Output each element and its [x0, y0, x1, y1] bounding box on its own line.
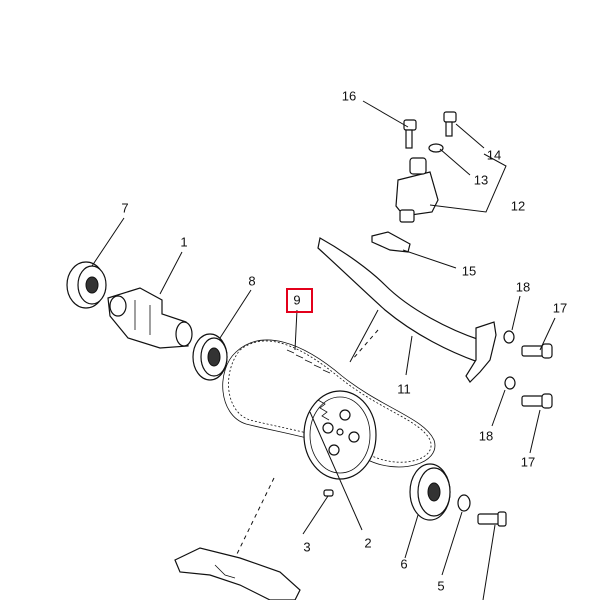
- callout-14[interactable]: 14: [487, 148, 501, 163]
- callout-labels: 16 14 13 12 7 1 15 8 9 18 17 11 18 17 2 …: [121, 89, 567, 594]
- camshaft-1-drawing: [107, 287, 193, 349]
- bolt-5-drawing: [457, 494, 507, 527]
- callout-11[interactable]: 11: [397, 382, 411, 397]
- timing-chain-drawing: [222, 339, 436, 468]
- chain-guide-11-drawing: [317, 237, 497, 383]
- lower-chain-guide-drawing: [174, 547, 301, 600]
- callout-6[interactable]: 6: [400, 557, 407, 572]
- callout-1[interactable]: 1: [180, 235, 187, 250]
- callout-7[interactable]: 7: [121, 201, 128, 216]
- washer-18-lower-drawing: [504, 376, 516, 390]
- bolt-16-drawing: [403, 119, 417, 149]
- dowel-pin-3-drawing: [323, 489, 334, 497]
- bolt-17-lower-drawing: [521, 393, 553, 409]
- bolt-14-drawing: [443, 111, 457, 137]
- gasket-15-drawing: [371, 231, 411, 253]
- cam-sprocket-2-drawing: [303, 390, 377, 480]
- highlight-box-callout-9: [286, 288, 313, 313]
- bearing-8-drawing: [192, 333, 228, 381]
- leader-lines: [91, 100, 556, 600]
- callout-2[interactable]: 2: [364, 536, 371, 551]
- chain-links-9-drawing: [286, 349, 331, 421]
- callout-17-lower[interactable]: 17: [521, 455, 535, 470]
- callout-16[interactable]: 16: [342, 89, 356, 104]
- washer-18-upper-drawing: [503, 330, 515, 344]
- oring-13-drawing: [428, 143, 444, 153]
- callout-18-upper[interactable]: 18: [516, 280, 530, 295]
- callout-3[interactable]: 3: [303, 540, 310, 555]
- callout-9[interactable]: 9: [293, 293, 300, 308]
- bearing-7-drawing: [66, 261, 107, 309]
- tensioner-12-drawing: [395, 157, 439, 223]
- callout-17-upper[interactable]: 17: [553, 301, 567, 316]
- callout-12[interactable]: 12: [511, 199, 525, 214]
- bolt-17-upper-drawing: [521, 343, 553, 359]
- callout-15[interactable]: 15: [462, 264, 476, 279]
- callout-8[interactable]: 8: [248, 274, 255, 289]
- callout-13[interactable]: 13: [474, 173, 488, 188]
- plate-6-drawing: [409, 463, 451, 521]
- callout-18-lower[interactable]: 18: [479, 429, 493, 444]
- callout-5[interactable]: 5: [437, 579, 444, 594]
